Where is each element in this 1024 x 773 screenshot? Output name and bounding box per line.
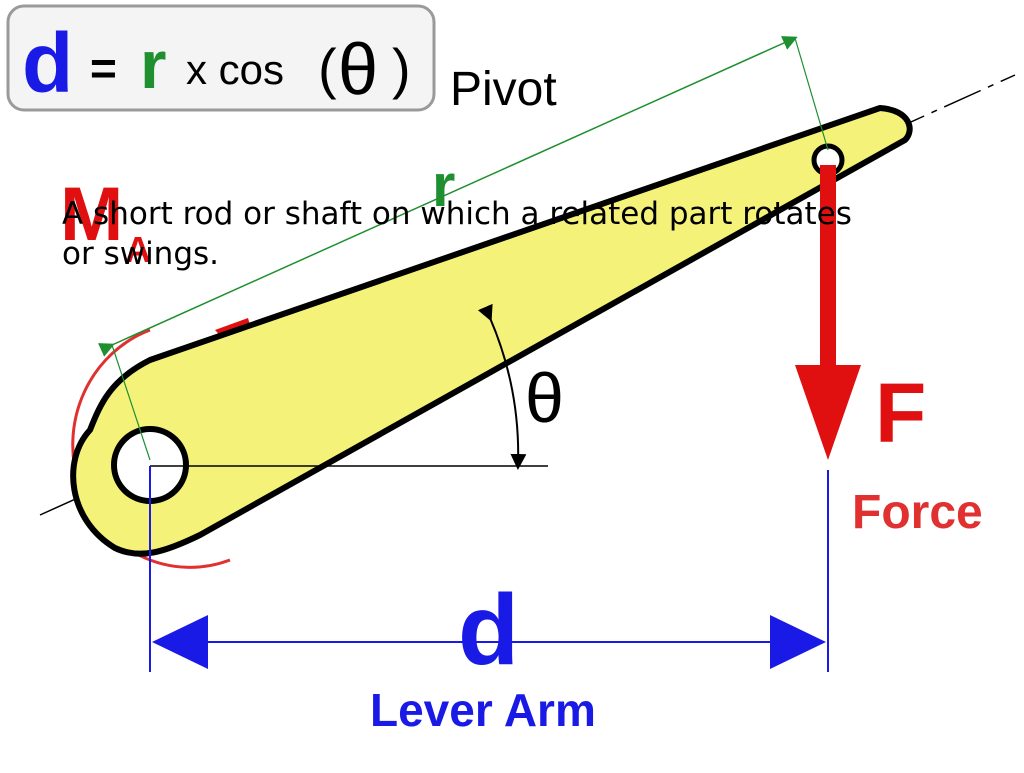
slide-body-text: A short rod or shaft on which a related … bbox=[62, 196, 852, 272]
slide-title: Pivot bbox=[450, 63, 557, 116]
force-word-label: Force bbox=[852, 486, 983, 539]
moment-subscript-label: A bbox=[125, 229, 151, 270]
formula-close-paren: ) bbox=[392, 37, 411, 100]
moment-label: M bbox=[60, 172, 123, 257]
lever-arm-label: Lever Arm bbox=[370, 684, 596, 736]
lever-arm-dimension bbox=[149, 466, 829, 672]
formula-box: d = r x cos ( θ ) bbox=[6, 4, 436, 112]
force-symbol-label: F bbox=[875, 366, 926, 460]
angle-label: θ bbox=[525, 359, 564, 437]
formula-theta: θ bbox=[338, 30, 378, 110]
distance-symbol-label: d bbox=[458, 574, 519, 686]
formula-open-paren: ( bbox=[318, 37, 337, 100]
force-arrow bbox=[795, 165, 861, 460]
formula-r: r bbox=[140, 27, 166, 103]
formula-times-cos: x cos bbox=[186, 46, 284, 93]
radius-dimension bbox=[97, 36, 829, 461]
formula-equals: = bbox=[90, 42, 117, 94]
formula-d: d bbox=[22, 16, 73, 110]
radius-label: r bbox=[432, 152, 455, 219]
